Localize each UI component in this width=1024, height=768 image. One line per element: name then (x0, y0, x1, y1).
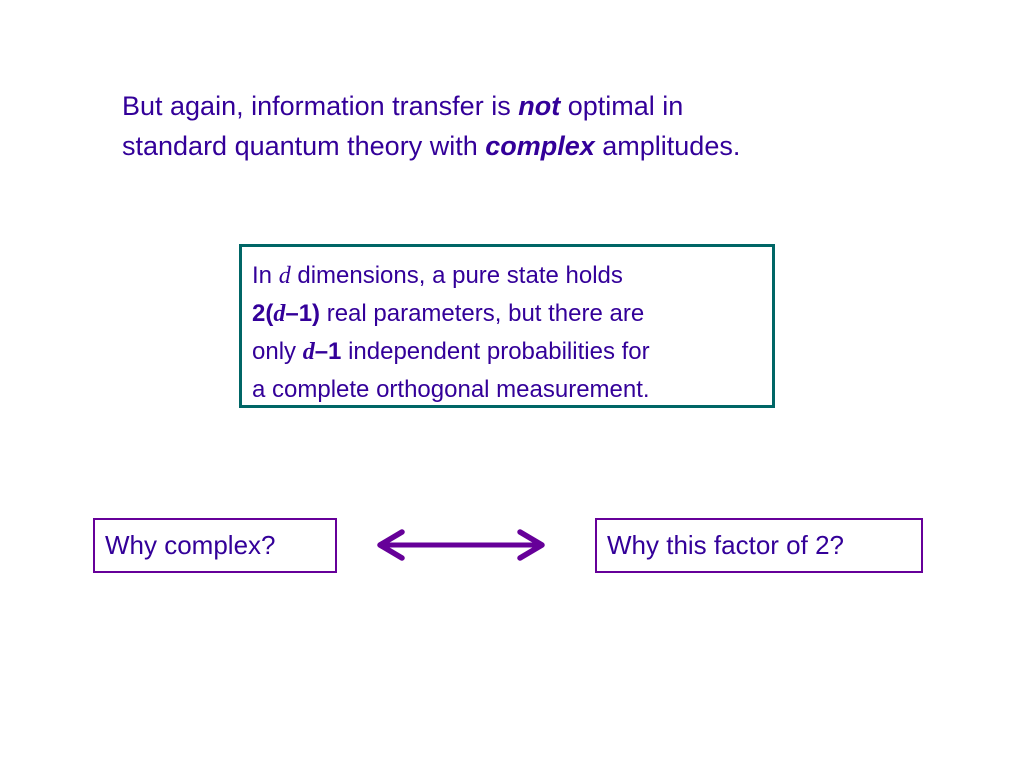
heading-text: amplitudes. (594, 131, 741, 161)
info-text: 2( (252, 300, 274, 327)
variable-d: d (278, 263, 291, 289)
heading-text: standard quantum theory with (122, 131, 486, 161)
question-label: Why this factor of 2? (607, 530, 844, 560)
heading-text: optimal in (560, 91, 684, 121)
question-why-complex: Why complex? (93, 518, 337, 573)
info-box: In d dimensions, a pure state holds 2(d–… (239, 244, 775, 408)
info-text: –1 (314, 338, 342, 365)
info-text: independent probabilities for (341, 338, 650, 365)
info-line-4: a complete orthogonal measurement. (252, 376, 650, 403)
info-text: real parameters, but there are (320, 300, 645, 327)
heading-text: But again, information transfer is (122, 91, 519, 121)
variable-d: d (273, 301, 286, 327)
question-why-factor-of-2: Why this factor of 2? (595, 518, 923, 573)
heading-emphasis-not: not (518, 91, 561, 121)
info-text: dimensions, a pure state holds (290, 262, 623, 289)
info-text: In (252, 262, 279, 289)
heading-line-2: standard quantum theory with complex amp… (122, 126, 942, 166)
heading-emphasis-complex: complex (485, 131, 595, 161)
slide-heading: But again, information transfer is not o… (122, 86, 942, 166)
info-line-1: In d dimensions, a pure state holds (252, 257, 772, 295)
heading-line-1: But again, information transfer is not o… (122, 86, 942, 126)
double-headed-arrow-icon (377, 529, 545, 561)
question-label: Why complex? (105, 530, 276, 560)
info-text: only (252, 338, 303, 365)
variable-d: d (302, 339, 315, 365)
info-line-3: only d–1 independent probabilities for (252, 333, 772, 371)
info-text: –1) (285, 300, 321, 327)
info-line-2: 2(d–1) real parameters, but there are (252, 295, 772, 333)
